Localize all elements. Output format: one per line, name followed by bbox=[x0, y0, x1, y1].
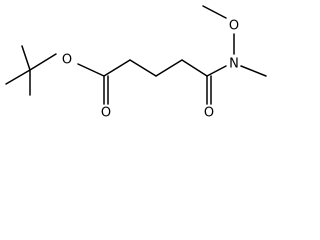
atom-amide-nitrogen: N bbox=[229, 57, 239, 72]
ester-carbonyl-oxygen-label: O bbox=[101, 106, 111, 121]
bond-tbutyl-methyl-top bbox=[21, 45, 31, 71]
atom-methoxy-oxygen: O bbox=[229, 19, 239, 34]
bond-chain-2 bbox=[129, 59, 157, 77]
methoxy-oxygen-label: O bbox=[229, 19, 239, 34]
amide-nitrogen-label: N bbox=[229, 57, 239, 72]
atom-ester-oxygen: O bbox=[62, 53, 72, 68]
bond-oxygen-to-methyl bbox=[202, 5, 227, 19]
bond-amide-carbon-to-nitrogen bbox=[206, 65, 227, 77]
atom-ester-carbonyl-oxygen: O bbox=[101, 106, 111, 121]
bond-tbutyl-methyl-left bbox=[5, 69, 31, 85]
bond-chain-3 bbox=[155, 59, 183, 77]
bond-tbutyl-to-oxygen bbox=[29, 53, 57, 71]
ester-oxygen-label: O bbox=[62, 53, 72, 68]
bond-chain-1 bbox=[103, 59, 131, 77]
amide-carbonyl-oxygen-label: O bbox=[204, 106, 214, 121]
bond-chain-4 bbox=[181, 59, 208, 77]
molecule-structure: O O O N O bbox=[5, 5, 267, 121]
bond-oxygen-to-ester-carbon bbox=[77, 63, 105, 77]
atom-amide-carbonyl-oxygen: O bbox=[204, 106, 214, 121]
bond-nitrogen-to-methyl bbox=[240, 65, 267, 77]
